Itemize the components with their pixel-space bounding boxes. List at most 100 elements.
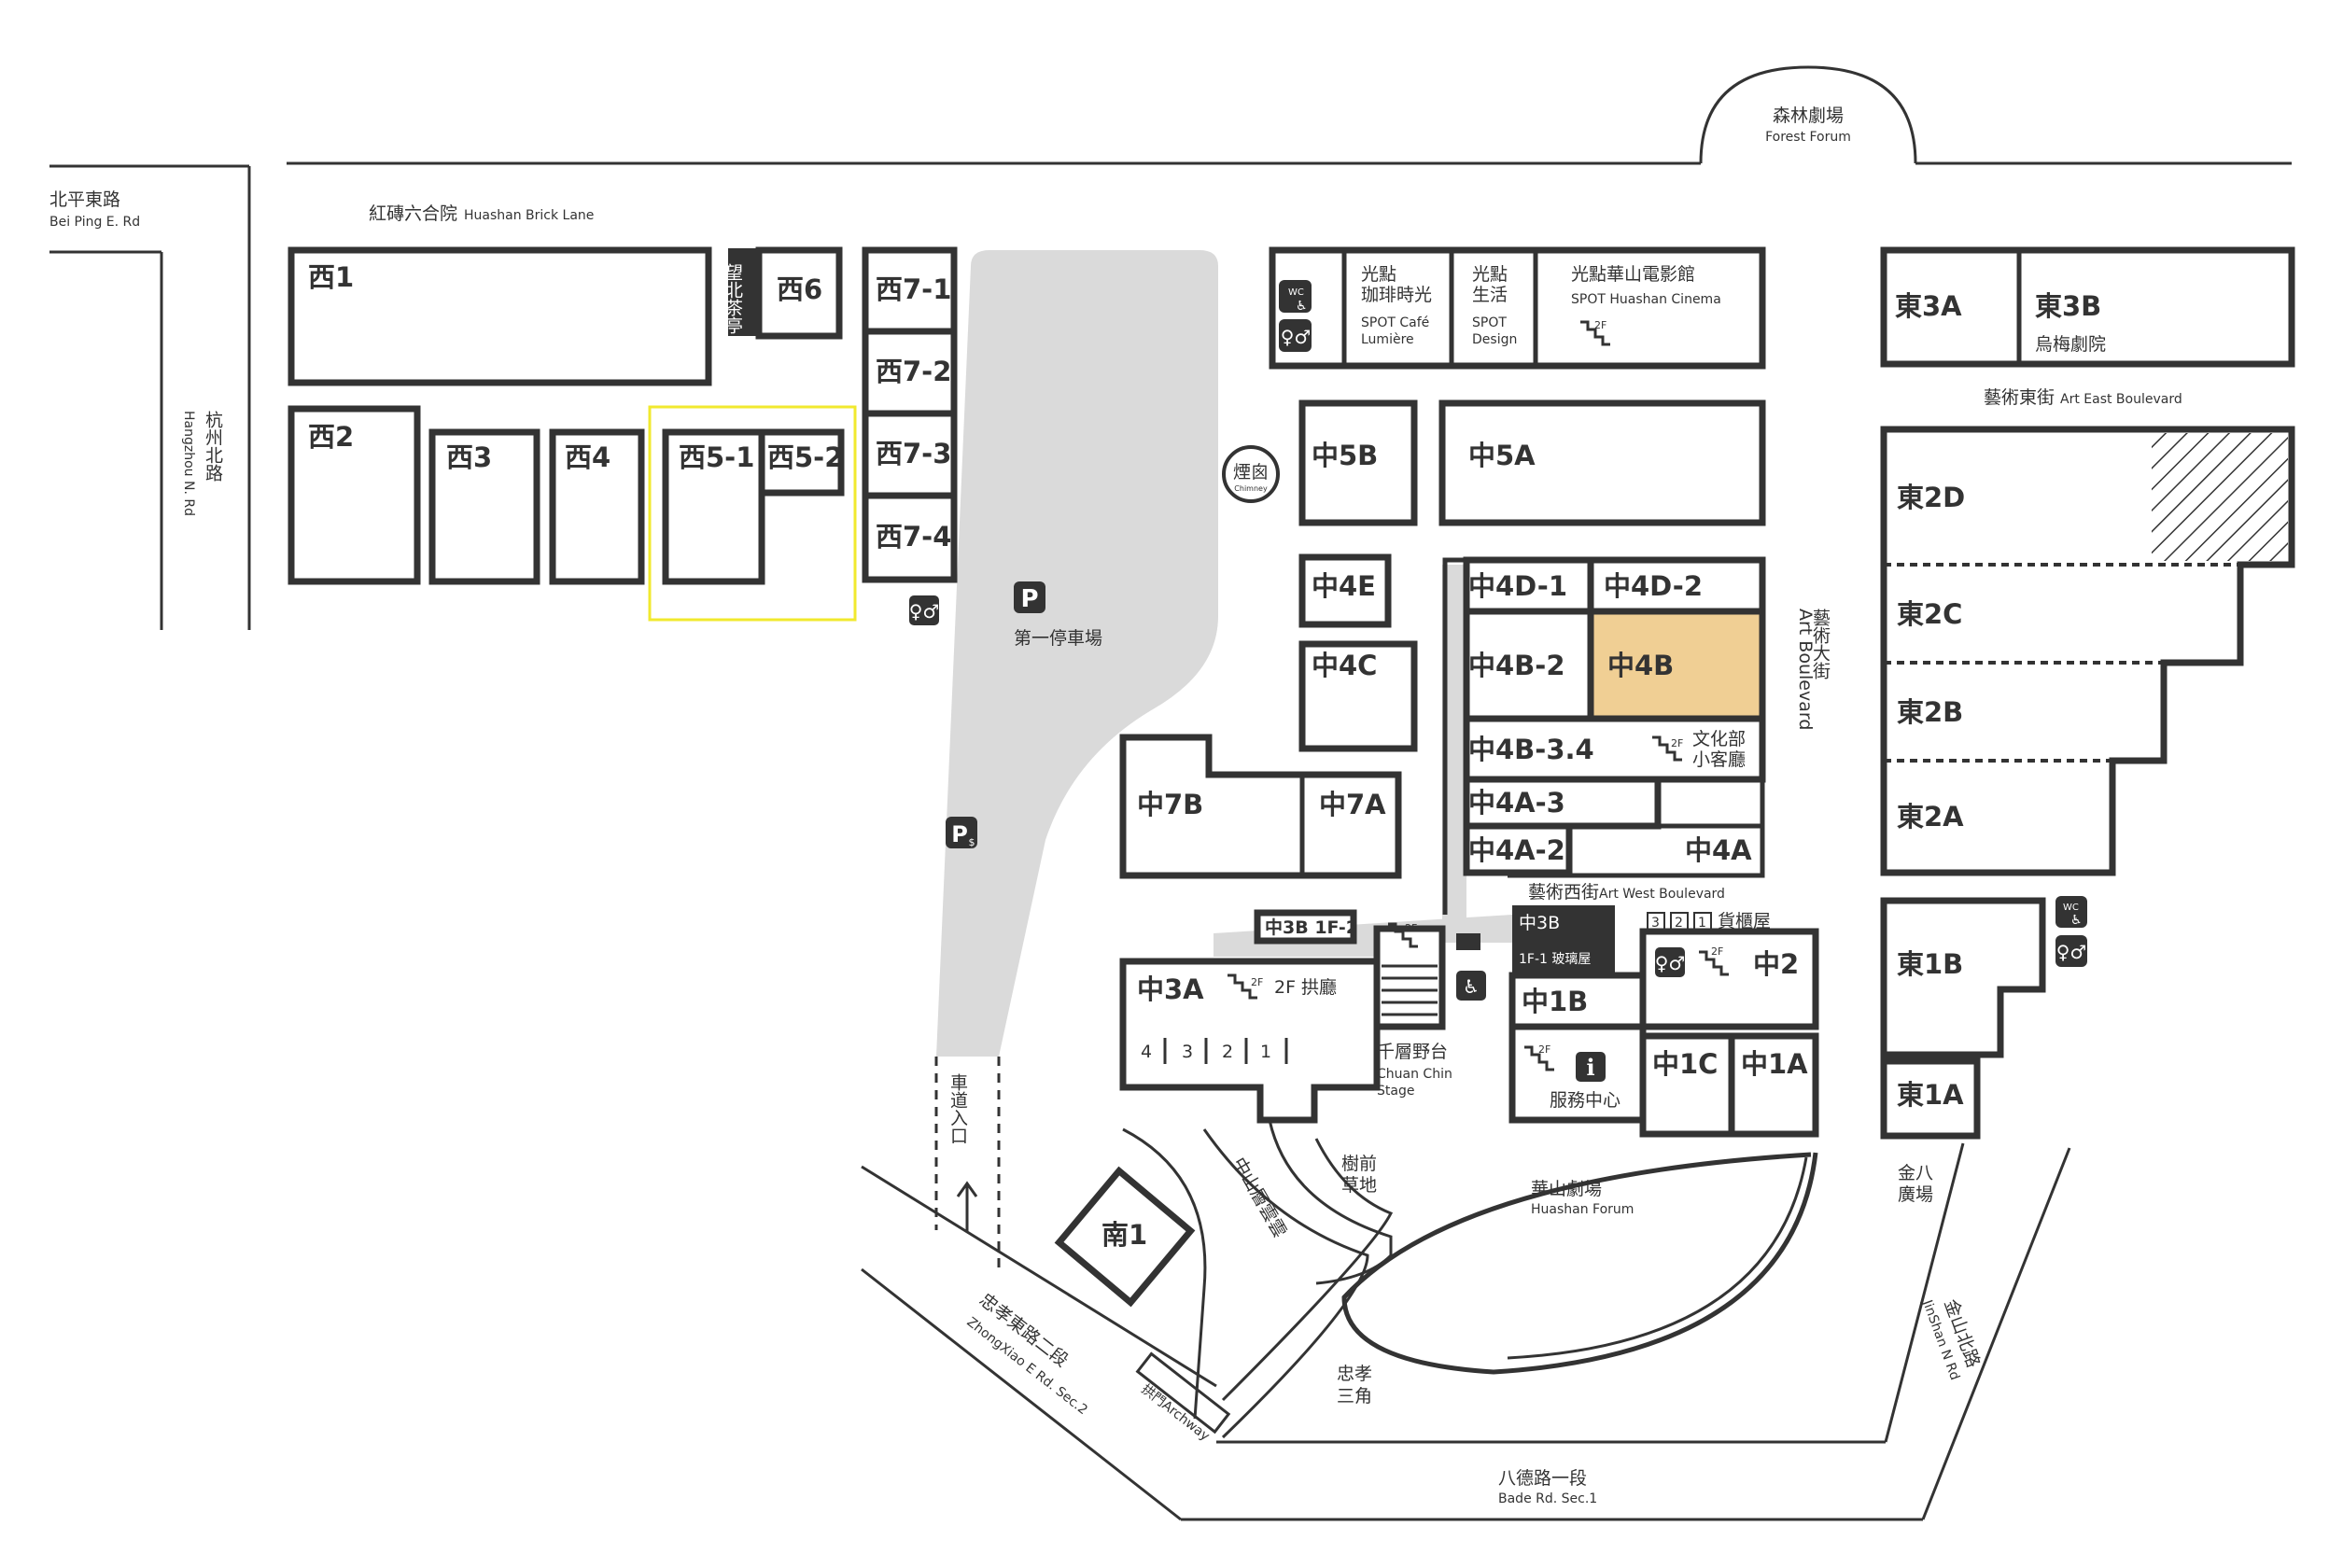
parking-lot-area <box>936 250 1218 1057</box>
huashan-forum-outline <box>1341 1152 1818 1375</box>
building-w6[interactable] <box>755 246 843 340</box>
label-c4a3: 中4A-3 <box>1468 787 1565 819</box>
culture-ministry-label: 文化部 <box>1692 729 1746 749</box>
road-beiping: 北平東路 <box>49 189 120 210</box>
label-w7-3: 西7-3 <box>876 438 951 469</box>
label-w1: 西1 <box>308 261 354 293</box>
label-w3: 西3 <box>446 441 492 473</box>
restroom-icon[interactable]: ♀♂ <box>909 595 940 625</box>
building-c7b[interactable] <box>1119 734 1402 879</box>
label-c4a2: 中4A-2 <box>1468 834 1565 866</box>
label-c3b-1f2: 中3B 1F-2 <box>1265 917 1358 938</box>
building-e3-row[interactable] <box>1880 246 2295 368</box>
building-c4b2[interactable] <box>1463 608 1594 722</box>
info-icon[interactable]: i <box>1576 1052 1606 1082</box>
building-c4d1[interactable] <box>1463 556 1594 615</box>
label-c5a: 中5A <box>1468 440 1536 471</box>
chuanchin-en: Chuan Chin <box>1377 1067 1452 1082</box>
cargo-numbers: 3 2 1 <box>1647 912 1712 931</box>
building-w3[interactable] <box>428 428 540 585</box>
building-e1b[interactable] <box>1880 897 2046 1058</box>
building-w5-1[interactable] <box>662 428 765 585</box>
accessible-icon[interactable]: ♿ <box>1456 971 1486 1001</box>
road-art-east: 藝術東街 <box>1984 387 2055 408</box>
paid-parking-icon[interactable]: P $ <box>946 817 977 848</box>
building-s1[interactable] <box>1054 1166 1196 1308</box>
label-c5b: 中5B <box>1312 440 1378 471</box>
label-w7-2: 西7-2 <box>876 356 951 387</box>
label-c4e: 中4E <box>1312 570 1376 602</box>
label-c7b: 中7B <box>1137 789 1203 820</box>
building-c5a[interactable] <box>1438 399 1766 526</box>
building-w1[interactable] <box>288 246 712 386</box>
arch-hall-number: 4 <box>1141 1042 1152 1062</box>
label-c4a: 中4A <box>1685 834 1752 866</box>
building-c3b-1f2[interactable] <box>1254 909 1357 945</box>
svg-text:P: P <box>1020 585 1038 613</box>
chimney[interactable] <box>1222 445 1280 503</box>
building-c1c[interactable] <box>1639 1032 1735 1138</box>
elevator[interactable] <box>1456 933 1480 950</box>
forest-forum-label: 森林劇場 <box>1773 105 1844 126</box>
svg-text:♿: ♿ <box>1463 975 1480 998</box>
chuanchin-label: 千層野台 <box>1377 1042 1448 1062</box>
label-w2: 西2 <box>308 421 354 453</box>
building-c4c[interactable] <box>1298 640 1418 752</box>
cargo-number: 1 <box>1698 916 1706 931</box>
tree-lawn-label-2: 草地 <box>1341 1175 1377 1196</box>
label-e2b: 東2B <box>1897 696 1963 728</box>
arch-hall-number: 1 <box>1260 1042 1271 1062</box>
building-c1a[interactable] <box>1728 1032 1819 1138</box>
wangbei-teahouse[interactable] <box>728 248 759 336</box>
forest-forum-outline <box>1699 65 1917 164</box>
road-art-blvd-en: Art Boulevard <box>1795 609 1816 730</box>
tree-lawn-label: 樹前 <box>1341 1154 1377 1174</box>
wc-accessible-icon[interactable]: WC ♿ <box>2055 896 2087 928</box>
parking-icon[interactable]: P <box>1014 581 1045 613</box>
chimney-en: Chimney <box>1234 484 1268 493</box>
label-e1a: 東1A <box>1897 1079 1964 1111</box>
cargo-house-label: 貨櫃屋 <box>1718 911 1771 931</box>
forest-forum-en: Forest Forum <box>1765 130 1851 145</box>
wc-accessible-icon[interactable]: WC ♿ <box>1279 280 1312 314</box>
building-c4b34[interactable] <box>1463 715 1766 783</box>
restroom-icon[interactable]: ♀♂ <box>2055 935 2087 967</box>
building-w7-3[interactable] <box>862 410 958 499</box>
building-c4a3[interactable] <box>1463 776 1662 830</box>
label-s1: 南1 <box>1101 1219 1147 1251</box>
label-w6: 西6 <box>777 273 822 305</box>
spot-cafe-label-2: 珈琲時光 <box>1361 285 1432 305</box>
zhongchuan-label: 中山層雲雲 <box>1228 1155 1291 1241</box>
svg-text:i: i <box>1586 1054 1594 1081</box>
building-c4b[interactable] <box>1587 608 1766 722</box>
label-c4d2: 中4D-2 <box>1604 570 1703 602</box>
spot-cafe-en: SPOT Café <box>1361 315 1429 330</box>
label-w7-1: 西7-1 <box>876 273 951 305</box>
road-hangzhou: 杭州北路 <box>203 411 223 482</box>
building-c4a2[interactable] <box>1463 822 1573 876</box>
building-c5b[interactable] <box>1298 399 1418 526</box>
restroom-icon[interactable]: ♀♂ <box>1279 319 1312 352</box>
svg-text:♀♂: ♀♂ <box>1655 952 1686 974</box>
building-w4[interactable] <box>549 428 645 585</box>
building-w2[interactable] <box>288 405 421 585</box>
building-c3b[interactable] <box>1512 905 1615 978</box>
building-w7-2[interactable] <box>862 328 958 417</box>
building-w7-4[interactable] <box>862 492 958 583</box>
glass-house-label: 1F-1 玻璃屋 <box>1519 951 1591 967</box>
archway[interactable] <box>1135 1351 1231 1435</box>
spot-cinema-en: SPOT Huashan Cinema <box>1571 292 1721 307</box>
building-w7-1[interactable] <box>862 246 958 335</box>
label-e2a: 東2A <box>1897 801 1964 833</box>
building-e1a[interactable] <box>1880 1057 1981 1140</box>
huashan-forum-label: 華山劇場 <box>1531 1179 1602 1199</box>
restroom-icon[interactable]: ♀♂ <box>1655 947 1686 977</box>
label-c3b: 中3B <box>1519 913 1560 933</box>
arch-hall-number: 3 <box>1182 1042 1193 1062</box>
building-spot-row[interactable] <box>1269 246 1766 370</box>
building-c4e[interactable] <box>1298 553 1392 628</box>
building-w5-2[interactable] <box>758 428 845 497</box>
label-c2: 中2 <box>1753 948 1799 980</box>
spot-design-label: 光點 <box>1472 264 1508 285</box>
